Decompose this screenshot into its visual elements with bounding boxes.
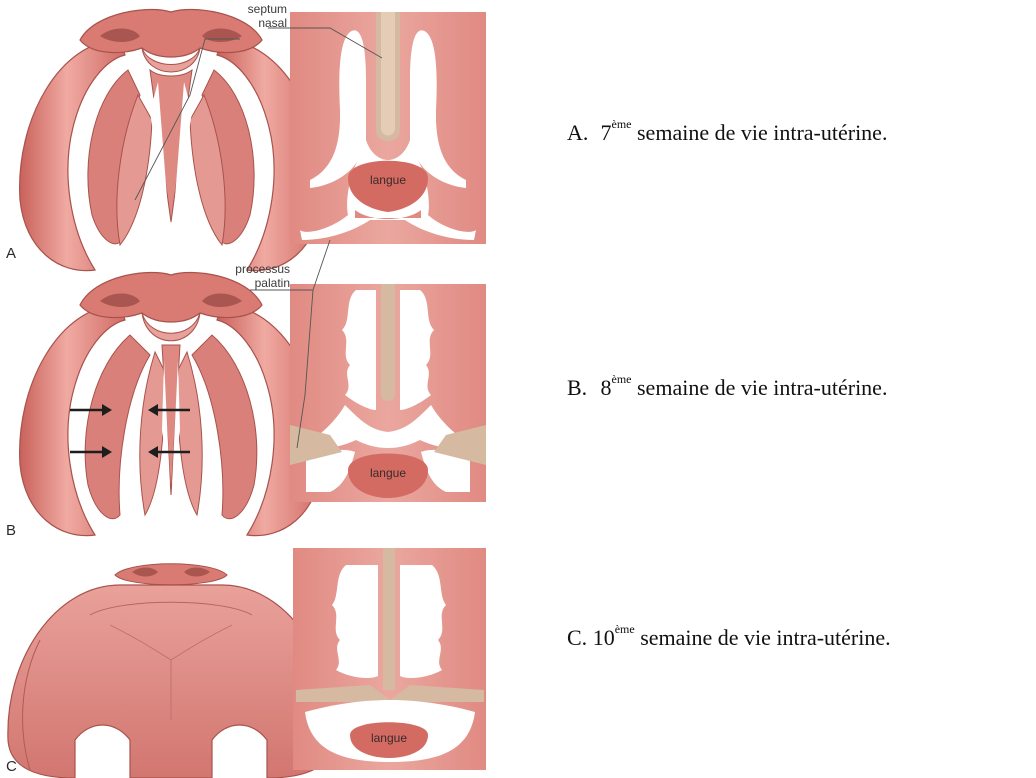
processus-label-line1: processus: [210, 262, 290, 276]
septum-label-line1: septum: [222, 2, 287, 16]
caption-c-sup: ème: [615, 622, 635, 636]
caption-b-text: semaine de vie intra-utérine.: [632, 375, 888, 400]
caption-a-sup: ème: [612, 117, 632, 131]
panel-letter-a: A: [6, 245, 16, 262]
septum-nasal-label: septum nasal: [222, 2, 287, 30]
langue-label-c: langue: [358, 731, 420, 745]
panel-letter-c: C: [6, 758, 17, 775]
caption-a-number: 7: [601, 120, 612, 145]
caption-b-number: 8: [601, 375, 612, 400]
caption-a: A. 7ème semaine de vie intra-utérine.: [567, 120, 887, 146]
caption-c: C. 10ème semaine de vie intra-utérine.: [567, 625, 891, 651]
langue-label-b: langue: [357, 466, 419, 480]
caption-a-prefix: A.: [567, 120, 595, 146]
caption-c-prefix: C.: [567, 625, 587, 650]
panel-b-palate-view: [20, 273, 323, 536]
panel-letter-b: B: [6, 522, 16, 539]
septum-label-line2: nasal: [222, 16, 287, 30]
caption-a-text: semaine de vie intra-utérine.: [632, 120, 888, 145]
panel-a-coronal-section: [290, 12, 486, 244]
processus-label-line2: palatin: [210, 276, 290, 290]
panel-c-palate-view: [8, 564, 334, 778]
caption-b: B. 8ème semaine de vie intra-utérine.: [567, 375, 887, 401]
panel-a-palate-view: [20, 9, 323, 270]
caption-b-sup: ème: [612, 372, 632, 386]
langue-label-a: langue: [357, 173, 419, 187]
processus-palatin-label: processus palatin: [210, 262, 290, 290]
caption-c-number: 10: [593, 625, 615, 650]
caption-b-prefix: B.: [567, 375, 595, 401]
caption-c-text: semaine de vie intra-utérine.: [635, 625, 891, 650]
